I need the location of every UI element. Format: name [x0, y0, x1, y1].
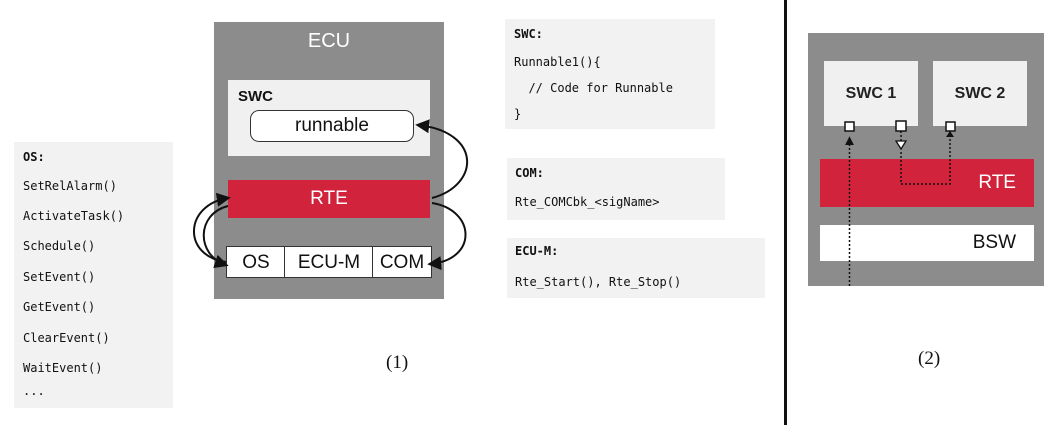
rte-os-arrow	[202, 205, 229, 269]
panel2-rte-bar: RTE	[820, 159, 1034, 207]
ecum-code-title: ECU-M:	[515, 244, 559, 258]
os-item: ActivateTask()	[23, 209, 125, 223]
panel2-block: SWC 1 SWC 2 RTE BSW	[808, 33, 1044, 286]
swc-code-line: }	[514, 107, 522, 121]
ecum-code-line: Rte_Start(), Rte_Stop()	[515, 275, 682, 289]
com-code-box: COM: Rte_COMCbk_<sigName>	[507, 158, 725, 220]
swc2-up-arrowhead	[946, 131, 954, 137]
swc-code-line: // Code for Runnable	[514, 81, 673, 95]
ecum-code-box: ECU-M: Rte_Start(), Rte_Stop()	[507, 238, 765, 298]
swc2-box: SWC 2	[933, 61, 1027, 126]
os-item: SetRelAlarm()	[23, 179, 117, 193]
swc1-port-left	[844, 121, 855, 132]
bsw-bar: BSW	[820, 225, 1034, 261]
panel-divider	[784, 0, 787, 425]
runnable-box: runnable	[250, 110, 414, 142]
swc-box: SWC runnable	[228, 80, 430, 156]
rte-to-runnable-arrow	[415, 119, 469, 199]
com-code-title: COM:	[515, 166, 544, 180]
os-title: OS:	[23, 150, 45, 164]
panel1-label: (1)	[386, 352, 409, 373]
os-item: SetEvent()	[23, 270, 96, 284]
swc2-port	[945, 121, 956, 132]
os-module: OS	[226, 246, 286, 278]
os-item: GetEvent()	[23, 300, 96, 314]
os-item: WaitEvent()	[23, 361, 103, 375]
os-item-ellipsis: ...	[23, 384, 45, 398]
swc-code-title: SWC:	[514, 27, 543, 41]
os-item: ClearEvent()	[23, 331, 110, 345]
os-api-box: OS: SetRelAlarm() ActivateTask() Schedul…	[14, 142, 173, 408]
com-code-line: Rte_COMCbk_<sigName>	[515, 195, 660, 209]
ecu-title: ECU	[307, 30, 351, 52]
swc1-port-right	[895, 120, 907, 132]
rte-bar: RTE	[228, 180, 430, 218]
panel2-label: (2)	[918, 348, 941, 369]
os-item: Schedule()	[23, 239, 96, 253]
swc1-box: SWC 1	[824, 61, 918, 126]
swc-code-line: Runnable1(){	[514, 55, 601, 69]
panel2-rte-label: RTE	[978, 172, 1016, 193]
ecum-module: ECU-M	[284, 246, 374, 278]
ecu-block: ECU SWC runnable RTE OS ECU-M COM	[214, 22, 444, 299]
swc1-down-arrowhead	[894, 140, 908, 151]
swc1-swc2-dotted-link	[900, 131, 951, 185]
swc-label: SWC	[238, 88, 273, 105]
rte-com-arrow	[427, 202, 467, 271]
com-module: COM	[372, 246, 432, 278]
bsw-label: BSW	[972, 232, 1016, 253]
swc-code-box: SWC: Runnable1(){ // Code for Runnable }	[505, 19, 715, 129]
